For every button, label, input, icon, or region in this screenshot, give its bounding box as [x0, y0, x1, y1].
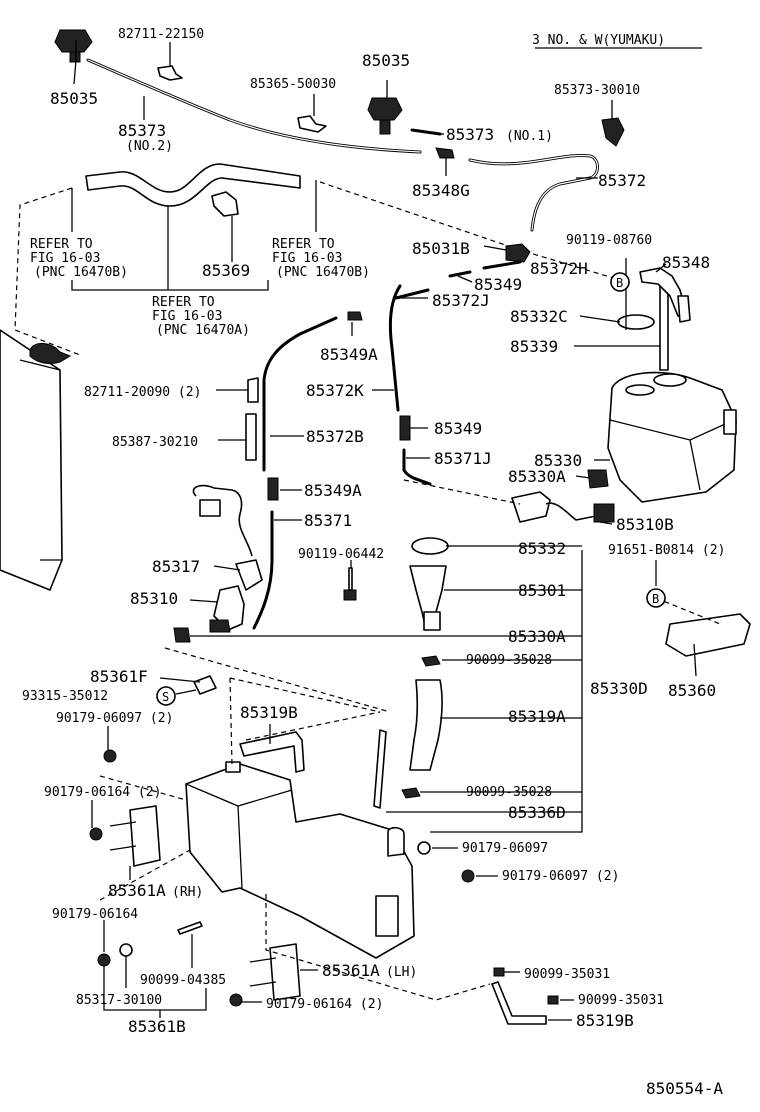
label-85319a: 85319A — [508, 707, 566, 726]
label-90099-35028-bottom: 90099-35028 — [466, 785, 552, 800]
label-90179-06097-b: 90179-06097 — [462, 841, 548, 856]
refer-mid-line2: FIG 16-03 — [272, 251, 342, 266]
label-85336d: 85336D — [508, 803, 566, 822]
label-85035-mid: 85035 — [362, 51, 410, 70]
washer-tank-lower-icon — [185, 761, 415, 959]
label-90179-06097-c: 90179-06097 (2) — [502, 869, 619, 884]
label-91651-b0814: 91651-B0814 (2) — [608, 543, 725, 558]
label-85372: 85372 — [598, 171, 646, 190]
label-85373-no2-sub: (NO.2) — [126, 139, 173, 154]
label-85332c: 85332C — [510, 307, 568, 326]
variant-note: 3 NO. & W(YUMAKU) — [532, 33, 665, 48]
label-85330a-bottom: 85330A — [508, 627, 566, 646]
label-85372k: 85372K — [306, 381, 364, 400]
label-85348: 85348 — [662, 253, 710, 272]
label-85361a-rh: 85361A — [108, 881, 166, 900]
label-85361b: 85361B — [128, 1017, 186, 1036]
hose-clip-icon — [157, 65, 183, 81]
label-85317-30100: 85317-30100 — [76, 993, 162, 1008]
label-85361a-lh: 85361A — [322, 961, 380, 980]
marker-b-top: B — [616, 276, 623, 290]
label-82711-22150: 82711-22150 — [118, 27, 204, 42]
label-85349-top: 85349 — [474, 275, 522, 294]
label-85332: 85332 — [518, 539, 566, 558]
label-82711-20090: 82711-20090 (2) — [84, 385, 201, 400]
label-93315-35012: 93315-35012 — [22, 689, 108, 704]
label-85369: 85369 — [202, 261, 250, 280]
label-85301: 85301 — [518, 581, 566, 600]
label-85361a-rh-sub: (RH) — [172, 885, 203, 900]
label-85349-mid: 85349 — [434, 419, 482, 438]
label-85373-no2: 85373 — [118, 121, 166, 140]
label-85372j: 85372J — [432, 291, 490, 310]
label-85330: 85330 — [534, 451, 582, 470]
marker-s: S — [162, 690, 169, 704]
label-90119-08760: 90119-08760 — [566, 233, 652, 248]
label-90099-35028-top: 90099-35028 — [466, 653, 552, 668]
label-85310b: 85310B — [616, 515, 674, 534]
label-85310: 85310 — [130, 589, 178, 608]
label-85373-no1-sub: (NO.1) — [506, 129, 553, 144]
label-90099-35031-a: 90099-35031 — [524, 967, 610, 982]
label-85373-no1: 85373 — [446, 125, 494, 144]
label-85360: 85360 — [668, 681, 716, 700]
washer-nozzle-mid-icon — [367, 97, 403, 135]
part-labels: 3 NO. & W(YUMAKU) 85035 82711-22150 8503… — [22, 27, 725, 1098]
refer-bottom-line2: FIG 16-03 — [152, 309, 222, 324]
label-85330a-top: 85330A — [508, 467, 566, 486]
label-90179-06164-b: 90179-06164 — [52, 907, 138, 922]
refer-mid-line1: REFER TO — [272, 237, 335, 252]
label-85035-left: 85035 — [50, 89, 98, 108]
label-85319b-bottom: 85319B — [576, 1011, 634, 1030]
label-85372b: 85372B — [306, 427, 364, 446]
label-90119-06442: 90119-06442 — [298, 547, 384, 562]
washer-nozzle-left-icon — [54, 29, 93, 63]
figure-id: 850554-A — [646, 1079, 723, 1098]
label-85330d: 85330D — [590, 679, 648, 698]
label-90099-04385: 90099-04385 — [140, 973, 226, 988]
refer-mid-line3: (PNC 16470B) — [276, 265, 370, 280]
refer-left-line3: (PNC 16470B) — [34, 265, 128, 280]
label-85348g: 85348G — [412, 181, 470, 200]
label-85361a-lh-sub: (LH) — [386, 965, 417, 980]
label-90099-35031-b: 90099-35031 — [578, 993, 664, 1008]
label-85372h: 85372H — [530, 259, 588, 278]
label-90179-06164-c: 90179-06164 (2) — [266, 997, 383, 1012]
line-art — [0, 29, 751, 1025]
label-90179-06097-a: 90179-06097 (2) — [56, 711, 173, 726]
label-85371: 85371 — [304, 511, 352, 530]
label-85319b-top: 85319B — [240, 703, 298, 722]
label-85361f: 85361F — [90, 667, 148, 686]
marker-b-bottom: B — [652, 592, 659, 606]
refer-left-line2: FIG 16-03 — [30, 251, 100, 266]
label-85349a-top: 85349A — [320, 345, 378, 364]
washer-tank-upper-icon — [607, 371, 737, 503]
refer-bottom-line1: REFER TO — [152, 295, 215, 310]
label-85387-30210: 85387-30210 — [112, 435, 198, 450]
label-85371j: 85371J — [434, 449, 492, 468]
refer-left-line1: REFER TO — [30, 237, 93, 252]
label-85317: 85317 — [152, 557, 200, 576]
label-85339: 85339 — [510, 337, 558, 356]
label-90179-06164-a: 90179-06164 (2) — [44, 785, 161, 800]
label-85373-30010: 85373-30010 — [554, 83, 640, 98]
label-85349a-mid: 85349A — [304, 481, 362, 500]
label-85365-50030: 85365-50030 — [250, 77, 336, 92]
label-85031b: 85031B — [412, 239, 470, 258]
refer-bottom-line3: (PNC 16470A) — [156, 323, 250, 338]
